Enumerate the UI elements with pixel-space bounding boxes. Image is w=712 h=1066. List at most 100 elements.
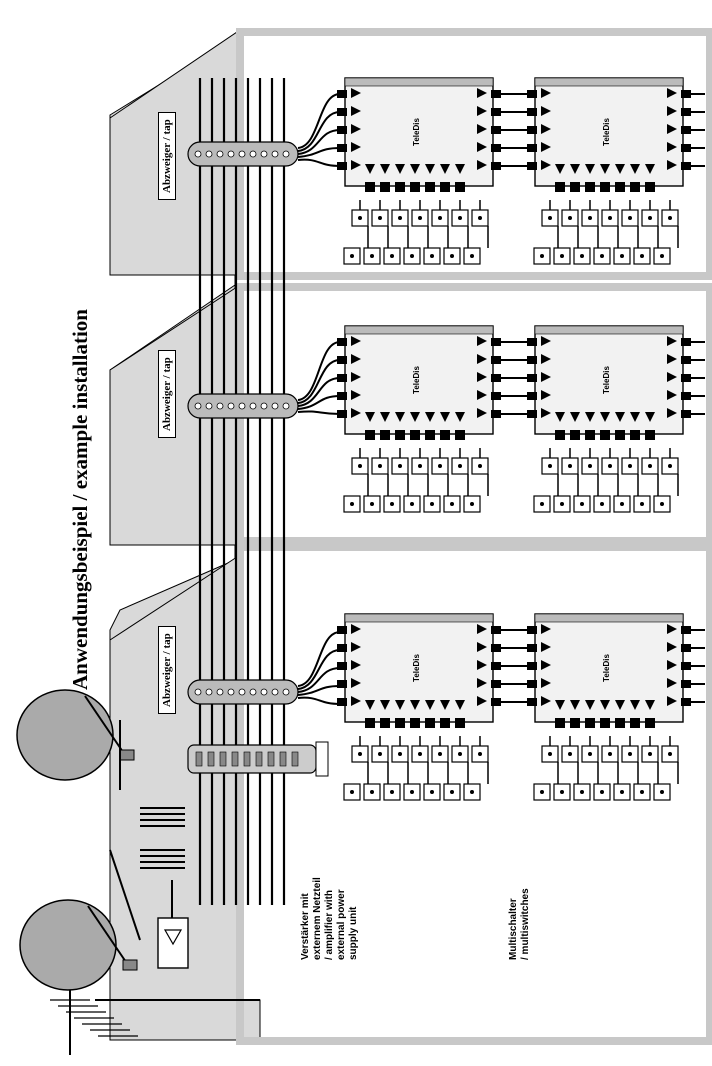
outlet-socket: [640, 502, 644, 506]
multiswitch-out-arrow: [410, 700, 420, 710]
multiswitch-rail: [344, 613, 494, 623]
outlet-socket: [560, 790, 564, 794]
outlet-socket: [640, 254, 644, 258]
outlet-socket: [358, 464, 362, 468]
multiswitch-output: [555, 182, 565, 192]
outlet-socket: [398, 464, 402, 468]
outlet-socket: [668, 216, 672, 220]
tap-port: [227, 150, 235, 158]
multiswitch-arrow: [477, 88, 487, 98]
outlet-socket: [350, 254, 354, 258]
multiswitch-input: [527, 680, 537, 688]
outlet-socket: [640, 790, 644, 794]
dish-lower: [19, 899, 138, 991]
outlet-socket: [568, 216, 572, 220]
multiswitch-output: [570, 430, 580, 440]
fanout-cable: [297, 158, 341, 167]
multiswitch-arrow: [351, 660, 361, 670]
multiswitch-out-arrow: [425, 164, 435, 174]
amplifier-port: [195, 751, 203, 767]
outlet-socket: [568, 464, 572, 468]
multiswitch-out-arrow: [365, 700, 375, 710]
multiswitch-arrow: [541, 106, 551, 116]
multiswitch-loop-output: [681, 108, 691, 116]
multiswitch-out-arrow: [455, 164, 465, 174]
outlet-socket: [648, 752, 652, 756]
outlet-socket: [378, 216, 382, 220]
multiswitch-out-arrow: [555, 412, 565, 422]
multiswitch-loop-output: [681, 410, 691, 418]
multiswitch-output: [585, 718, 595, 728]
multiswitch-input: [337, 644, 347, 652]
multiswitch-arrow: [667, 408, 677, 418]
multiswitch-out-arrow: [440, 164, 450, 174]
outlet-socket: [410, 254, 414, 258]
multiswitch-arrow: [351, 354, 361, 364]
multiswitch-arrow: [351, 336, 361, 346]
multiswitch-input: [337, 680, 347, 688]
multiswitch-rail: [534, 325, 684, 335]
dish-upper: [16, 689, 135, 781]
outlet-socket: [540, 502, 544, 506]
multiswitch-output: [630, 430, 640, 440]
multiswitch-loop-output: [681, 626, 691, 634]
multiswitch-arrow: [541, 336, 551, 346]
multiswitch-output: [425, 430, 435, 440]
multiswitch-input: [527, 126, 537, 134]
outlet-socket: [548, 752, 552, 756]
multiswitch-arrow: [477, 390, 487, 400]
multiswitch-output: [555, 430, 565, 440]
outlet-socket: [580, 502, 584, 506]
multiswitch-loop-output: [681, 356, 691, 364]
psu-symbol: [163, 929, 183, 946]
outlet-socket: [450, 502, 454, 506]
outlet-socket: [478, 752, 482, 756]
multiswitch-out-arrow: [425, 700, 435, 710]
multiswitch-left-2: TeleDis: [337, 613, 501, 728]
multiswitch-out-arrow: [570, 412, 580, 422]
tap-label-middle: Abzweiger / tap: [158, 350, 176, 438]
outlet-socket: [600, 254, 604, 258]
interconnect-0: [501, 93, 705, 167]
outlets-right-0: [533, 200, 679, 265]
outlet-socket: [560, 254, 564, 258]
multiswitch-loop-output: [491, 356, 501, 364]
multiswitch-arrow: [541, 160, 551, 170]
outlet-socket: [660, 790, 664, 794]
outlet-socket: [458, 216, 462, 220]
tap-port: [216, 150, 224, 158]
multiswitch-loop-output: [491, 392, 501, 400]
multiswitch-output: [630, 718, 640, 728]
multiswitch-output: [410, 718, 420, 728]
multiswitch-arrow: [541, 390, 551, 400]
multiswitch-arrow: [351, 142, 361, 152]
multiswitch-output: [425, 182, 435, 192]
multiswitch-out-arrow: [570, 164, 580, 174]
multiswitch-arrow: [351, 678, 361, 688]
outlet-socket: [540, 254, 544, 258]
tap-label-top: Abzweiger / tap: [158, 112, 176, 200]
multiswitch-input: [527, 90, 537, 98]
outlet-socket: [370, 790, 374, 794]
multiswitch-loop-output: [491, 338, 501, 346]
multiswitch-output: [585, 430, 595, 440]
tap-icon: [187, 141, 299, 167]
tap-port: [282, 688, 290, 696]
multiswitch-arrow: [667, 336, 677, 346]
multiswitch-loop-output: [681, 662, 691, 670]
multiswitch-arrow: [477, 408, 487, 418]
multiswitch-arrow: [541, 408, 551, 418]
multiswitch-out-arrow: [645, 700, 655, 710]
multiswitch-out-arrow: [380, 412, 390, 422]
multiswitch-loop-output: [491, 662, 501, 670]
multiswitch-arrow: [667, 106, 677, 116]
multiswitch-input: [527, 356, 537, 364]
multiswitch-output: [555, 718, 565, 728]
multiswitch-brand: TeleDis: [412, 118, 421, 146]
outlet-socket: [548, 464, 552, 468]
multiswitch-input: [337, 108, 347, 116]
multiswitch-loop-output: [681, 698, 691, 706]
floor-frame-2: [236, 543, 712, 1045]
multiswitch-out-arrow: [600, 164, 610, 174]
multiswitch-out-arrow: [585, 412, 595, 422]
